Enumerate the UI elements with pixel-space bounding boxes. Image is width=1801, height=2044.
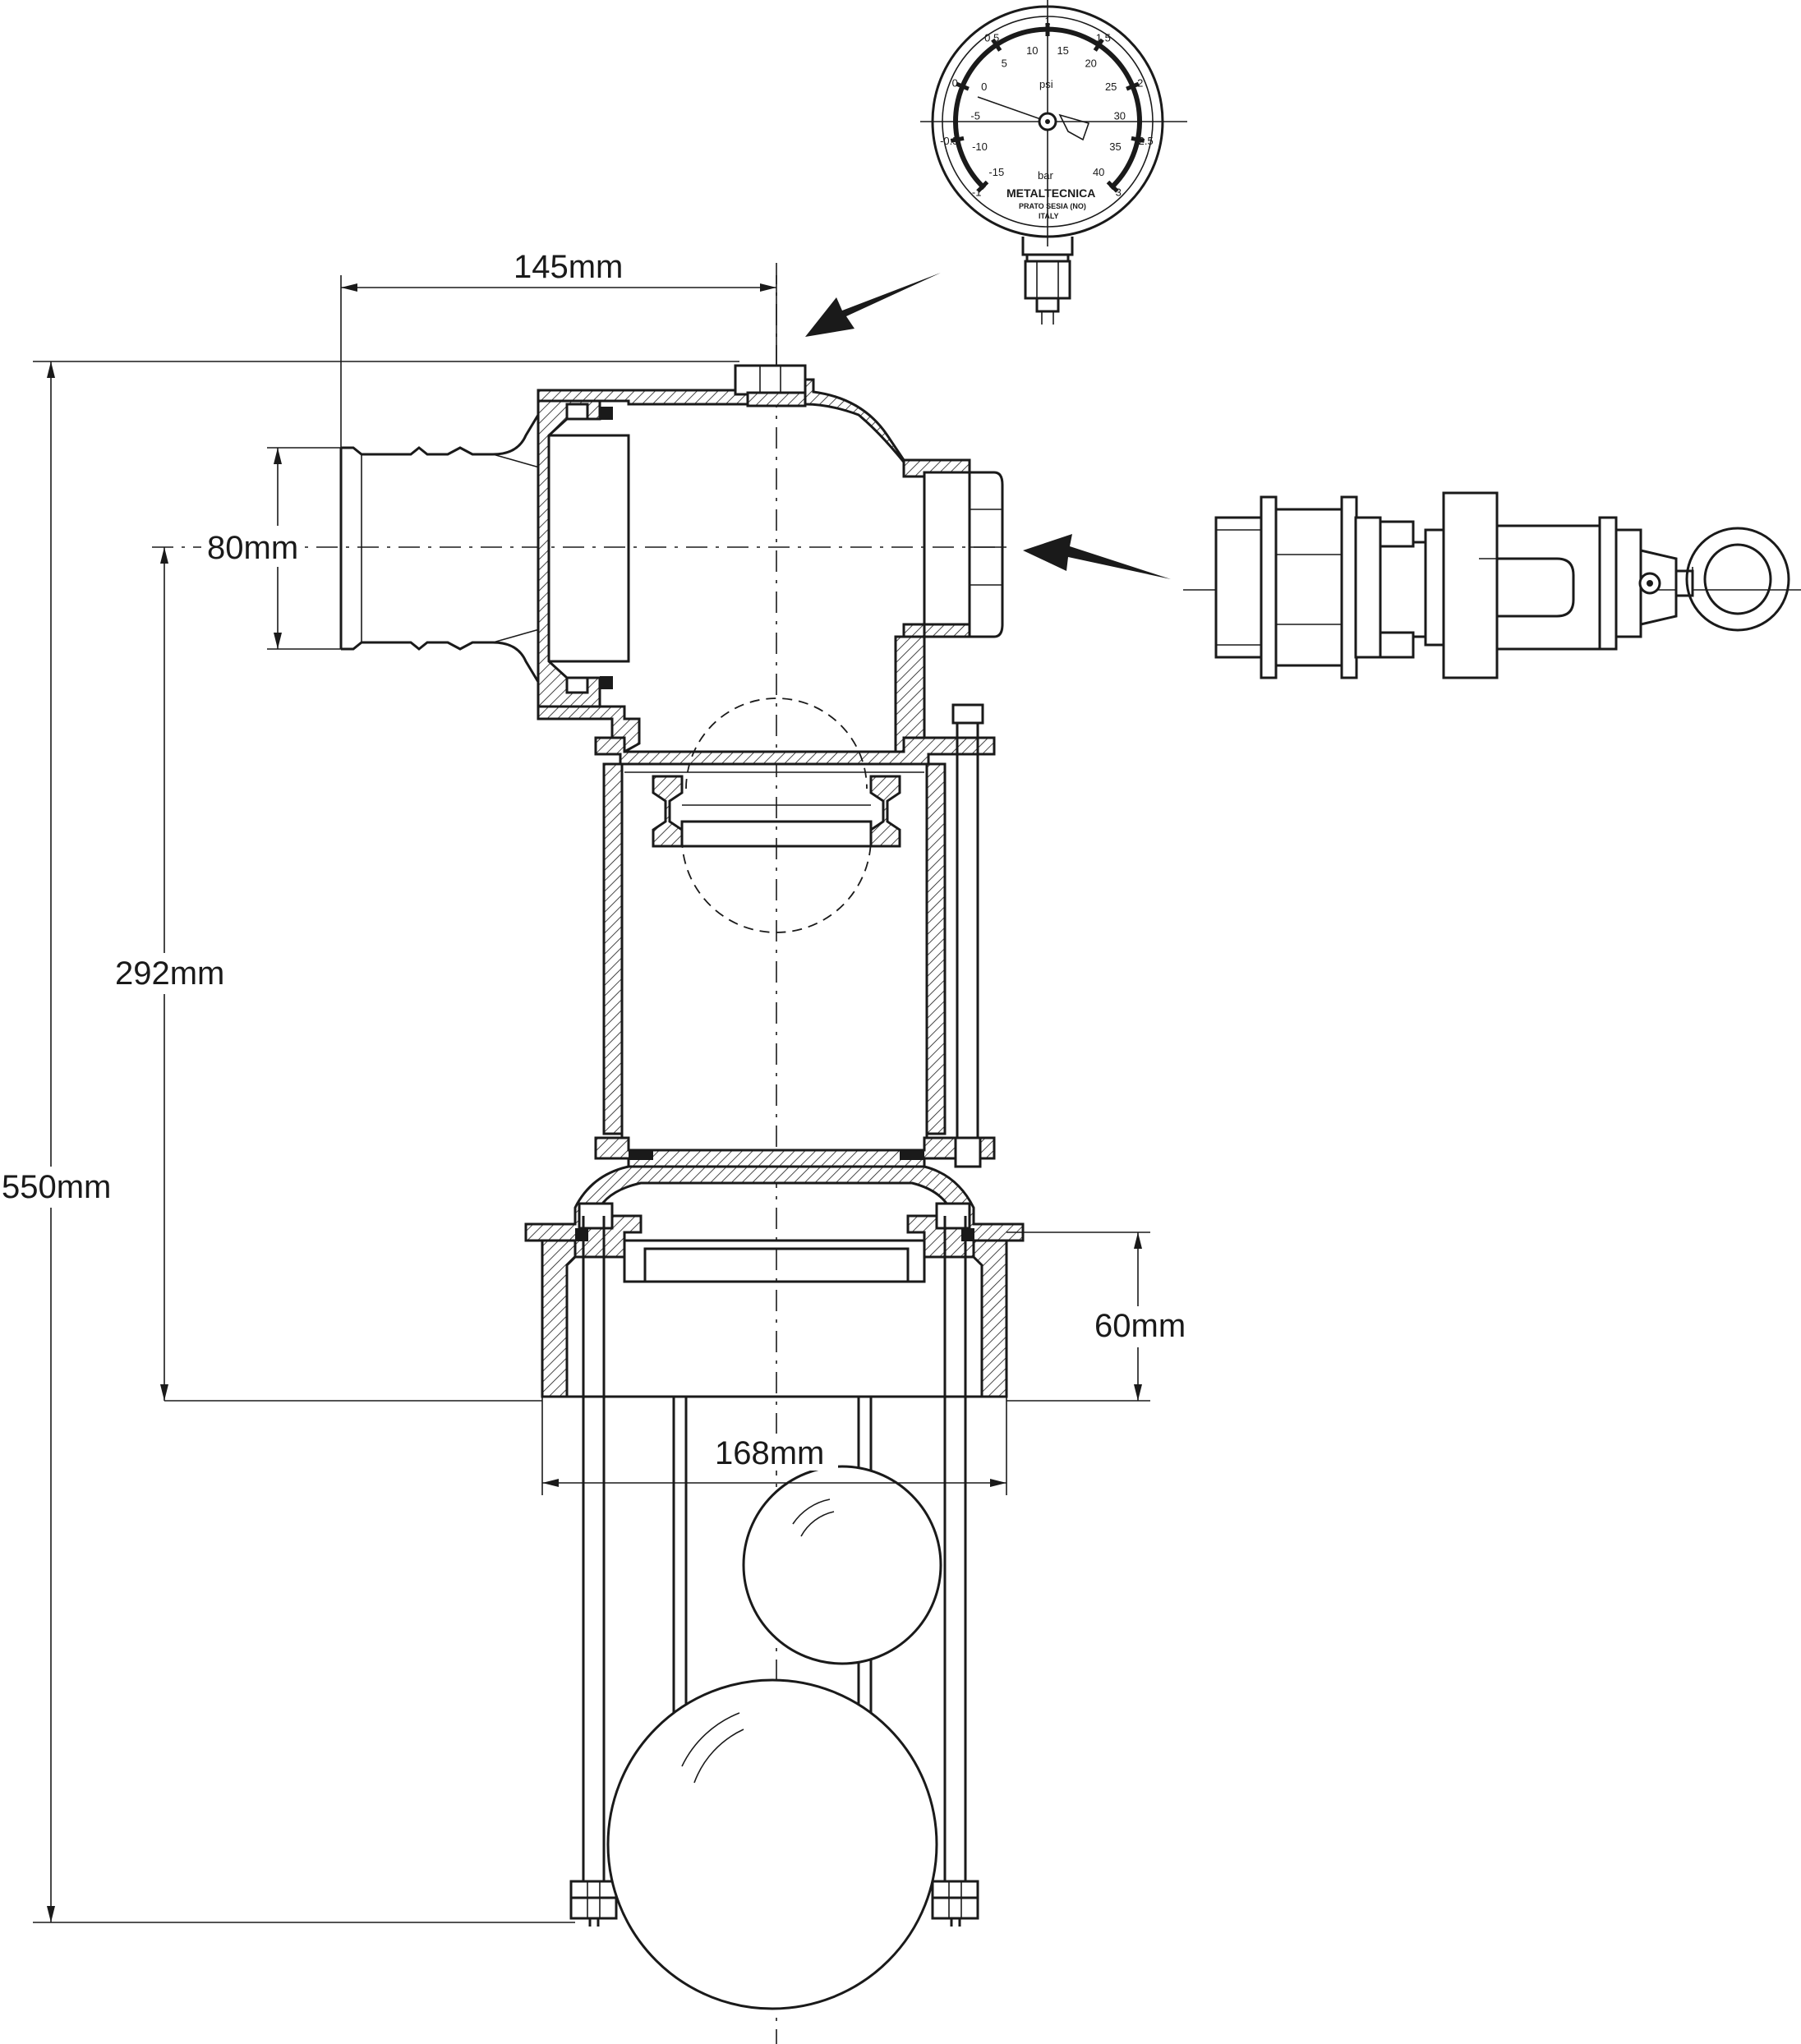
gauge-psi-label: 35 xyxy=(1109,140,1121,153)
dim-height-total: 550mm xyxy=(2,1169,111,1205)
gauge-psi-label: 25 xyxy=(1105,81,1117,93)
gauge-bar-label-tick xyxy=(1093,38,1104,52)
dim-flange-height: 60mm xyxy=(1094,1308,1186,1344)
gauge-bar-label-tick xyxy=(976,180,989,193)
arrow-to-side-plug xyxy=(1023,534,1171,579)
elbow-body xyxy=(339,378,1004,766)
gauge-psi-label: 30 xyxy=(1114,110,1126,122)
gauge-bar-label-tick xyxy=(991,38,1002,52)
gauge-bar-label: 2 xyxy=(1137,76,1143,89)
pointer-arrows xyxy=(805,273,1171,579)
gauge-bar-label-tick xyxy=(956,81,970,91)
gauge-unit-bar: bar xyxy=(1038,169,1053,182)
gauge-bar-label: -1 xyxy=(972,186,982,198)
gauge-bar-label-tick xyxy=(1131,136,1145,143)
gauge-psi-scale: -15 -10 -5 0 5 10 15 20 25 30 35 40 xyxy=(970,44,1126,178)
gauge-psi-label: -10 xyxy=(972,140,988,153)
top-plug xyxy=(734,364,807,407)
gauge-brand: METALTECNICA xyxy=(1006,186,1095,200)
gauge-psi-label: -5 xyxy=(970,110,980,122)
gauge-bar-label-tick xyxy=(1106,180,1119,193)
arrow-to-gauge-port xyxy=(805,273,941,337)
gauge-bar-label: 0 xyxy=(952,76,958,89)
gauge-psi-label: 20 xyxy=(1085,58,1096,70)
gauge-unit-psi: psi xyxy=(1039,78,1053,90)
gauge-bar-label: 0.5 xyxy=(984,32,999,44)
gauge-psi-label: 15 xyxy=(1057,44,1068,57)
gauge-bar-label: 3 xyxy=(1116,186,1122,198)
dim-height-body: 292mm xyxy=(115,955,224,992)
gauge-bar-label: 1 xyxy=(1044,15,1050,27)
lower-flange xyxy=(524,1165,1025,1398)
gauge-psi-label: 0 xyxy=(981,81,987,93)
pressure-gauge: psi bar METALTECNICA PRATO SESIA (NO) IT… xyxy=(920,0,1187,325)
gauge-country: ITALY xyxy=(1039,212,1059,220)
gauge-bar-label-tick xyxy=(1126,81,1140,91)
dim-flange-width: 168mm xyxy=(715,1435,824,1471)
dimension-labels: 145mm 80mm 292mm 550mm 60mm 168mm xyxy=(0,249,1195,1471)
gauge-bar-label: 2.5 xyxy=(1139,135,1154,147)
gauge-bar-scale: -1 -0.5 0 0.5 1 1.5 2 2.5 3 xyxy=(940,15,1154,198)
gauge-bar-label: -0.5 xyxy=(940,135,958,147)
gauge-psi-label: 40 xyxy=(1093,166,1104,178)
float-balls xyxy=(606,1465,942,2010)
sight-column xyxy=(594,697,996,1168)
dim-width-top: 145mm xyxy=(514,249,623,285)
gauge-location: PRATO SESIA (NO) xyxy=(1019,202,1086,210)
dim-inlet-diameter: 80mm xyxy=(207,530,298,566)
dimension-lines xyxy=(33,275,1150,1923)
gauge-bar-label: 1.5 xyxy=(1096,32,1111,44)
gauge-psi-label: 5 xyxy=(1002,58,1007,70)
drain-cock xyxy=(1183,491,1801,679)
gauge-psi-label: -15 xyxy=(988,166,1004,178)
tie-rods xyxy=(569,703,984,1927)
gauge-bar-label-tick xyxy=(950,136,965,143)
gauge-psi-label: 10 xyxy=(1026,44,1038,57)
